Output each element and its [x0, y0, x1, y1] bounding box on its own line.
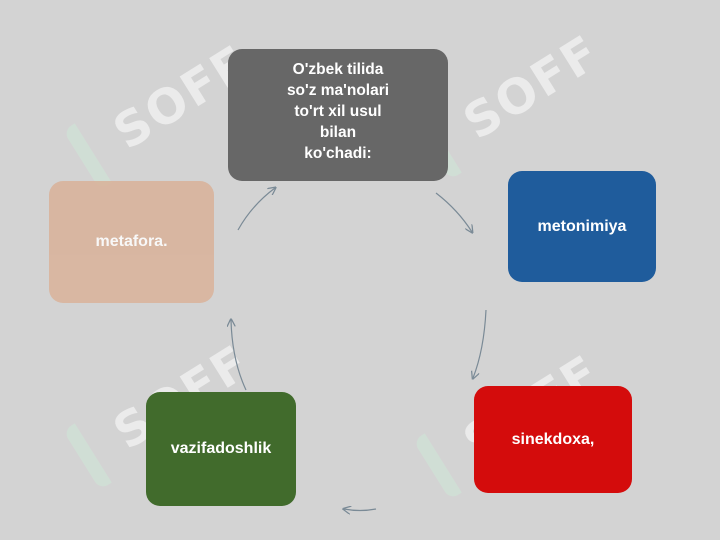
- arrow-metonimiya-to-sinekdoxa: [473, 309, 487, 378]
- arrow-metafora-to-center: [237, 188, 275, 231]
- center-node-text: O'zbek tilida so'z ma'nolari to'rt xil u…: [286, 61, 390, 162]
- vazifadoshlik-label: vazifadoshlik: [170, 440, 272, 457]
- sinekdoxa-label: sinekdoxa,: [511, 430, 595, 448]
- metafora-node: metafora.: [49, 181, 214, 303]
- metafora-label: metafora.: [95, 233, 168, 250]
- sinekdoxa-node: sinekdoxa,: [474, 386, 632, 493]
- arrow-center-to-metonimiya: [435, 192, 472, 232]
- center-node: O'zbek tilida so'z ma'nolari to'rt xil u…: [228, 49, 448, 181]
- metonimiya-label: metonimiya: [537, 217, 627, 235]
- vazifadoshlik-node: vazifadoshlik: [146, 392, 296, 506]
- metonimiya-node: metonimiya: [508, 171, 656, 282]
- arrow-sinekdoxa-to-vazifadoshlik: [344, 509, 377, 511]
- arrow-vazifadoshlik-to-metafora: [231, 320, 247, 391]
